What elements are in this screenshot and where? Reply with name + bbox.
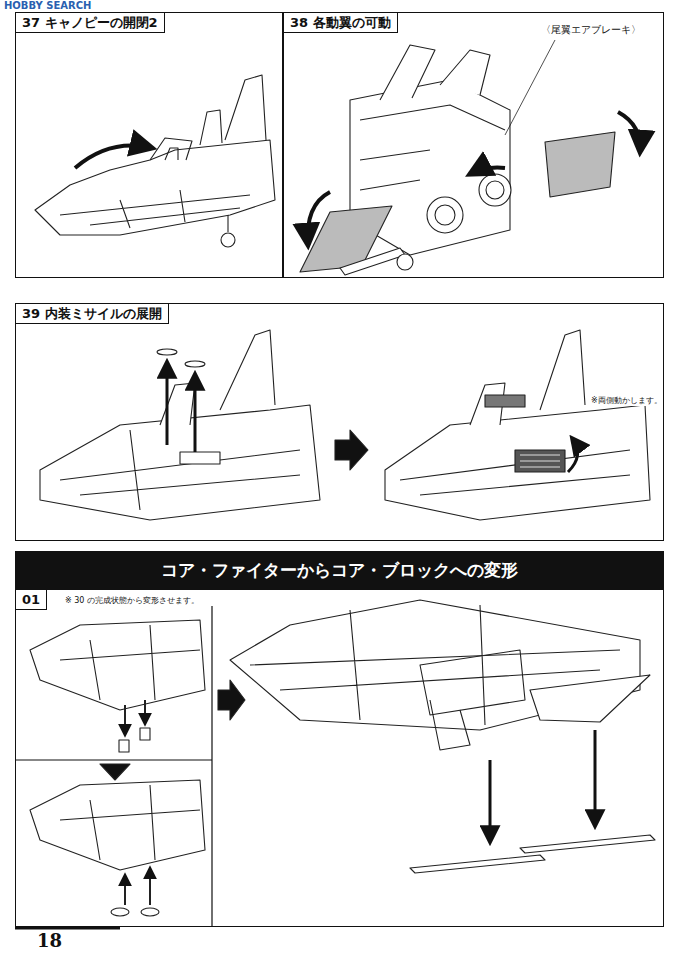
note-text: ※ 30 の完成状態から変形させます。 <box>64 596 200 606</box>
step-panel: 38 各動翼の可動 <box>283 12 664 278</box>
watermark: HOBBY SEARCH <box>3 0 92 12</box>
step-heading: 01 <box>16 590 47 610</box>
step-panel: 39 内装ミサイルの展開 <box>15 303 664 541</box>
note-text: ※両側動かします。 <box>590 396 663 406</box>
step-heading: 39 内装ミサイルの展開 <box>16 304 169 324</box>
page-number: 18 <box>36 930 63 952</box>
step-panel: 01 <box>15 589 664 927</box>
callout-label: 〈尾翼エアブレーキ〉 <box>540 24 642 36</box>
step-heading: 38 各動翼の可動 <box>284 13 398 33</box>
step-heading: 37 キャノピーの開閉2 <box>16 13 165 33</box>
section-title: コア・ファイターからコア・ブロックへの変形 <box>16 559 663 582</box>
section-band: コア・ファイターからコア・ブロックへの変形 <box>15 551 664 589</box>
step-panel: 37 キャノピーの開閉2 <box>15 12 283 278</box>
